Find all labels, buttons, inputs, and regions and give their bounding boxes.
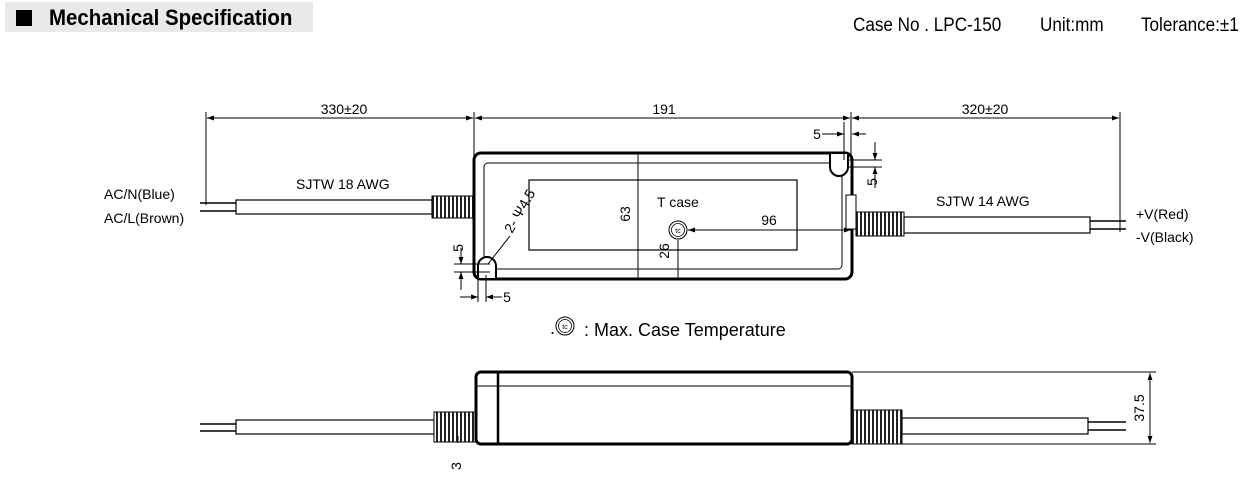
side-right-cable bbox=[901, 417, 1089, 435]
tc-legend-icon-ring bbox=[558, 319, 572, 333]
label-area bbox=[528, 179, 798, 251]
output-boss bbox=[845, 194, 857, 230]
mounting-notch-top bbox=[829, 154, 849, 177]
dim-bottom-offset: 3 bbox=[448, 462, 464, 470]
legend-text: : Max. Case Temperature bbox=[584, 320, 786, 340]
dim-thickness: 37.5 bbox=[1131, 394, 1147, 421]
label-v-pos: +V(Red) bbox=[1136, 206, 1189, 222]
label-ac-n: AC/N(Blue) bbox=[104, 186, 175, 202]
mounting-notch-bottom bbox=[477, 256, 497, 278]
dim-height: 63 bbox=[617, 206, 633, 222]
page-title: Mechanical Specification bbox=[49, 5, 293, 30]
left-cable bbox=[235, 199, 433, 215]
dim-body-length: 191 bbox=[652, 101, 676, 117]
left-strain-relief bbox=[431, 195, 477, 219]
left-cable-type: SJTW 18 AWG bbox=[296, 176, 390, 192]
dim-left-cable: 330±20 bbox=[321, 101, 368, 117]
title-box: Mechanical Specification bbox=[5, 2, 313, 32]
tcase-label: T case bbox=[657, 194, 699, 210]
leader-line bbox=[487, 235, 511, 265]
side-left-strain-relief bbox=[433, 411, 477, 443]
dim-top-hole-h: 5 bbox=[864, 178, 880, 186]
side-left-cable bbox=[235, 419, 435, 435]
case-body bbox=[472, 151, 854, 281]
tolerance-label: Tolerance:±1 bbox=[1141, 15, 1239, 36]
tc-legend-symbol: tc bbox=[562, 324, 568, 331]
side-view: 37.5 3 bbox=[200, 370, 1156, 470]
legend-prefix: . bbox=[550, 318, 555, 338]
case-inner-outline bbox=[483, 162, 843, 270]
dim-tc-height: 26 bbox=[656, 243, 672, 259]
dim-bottom-hole-w: 5 bbox=[503, 289, 511, 305]
right-cable-type: SJTW 14 AWG bbox=[936, 193, 1030, 209]
legend: . tc : Max. Case Temperature bbox=[550, 316, 786, 340]
label-ac-l: AC/L(Brown) bbox=[104, 210, 184, 226]
dim-top-hole-w: 5 bbox=[813, 126, 821, 142]
side-case-body bbox=[474, 370, 854, 446]
dim-right-cable: 320±20 bbox=[962, 101, 1009, 117]
tc-marker-text: tc bbox=[675, 228, 681, 235]
right-strain-relief bbox=[855, 211, 905, 237]
top-view: 330±20 191 320±20 SJTW 18 AWG AC/N(Blue)… bbox=[104, 101, 1194, 305]
dim-tc-pos: 96 bbox=[761, 212, 777, 228]
unit-label: Unit:mm bbox=[1040, 15, 1104, 36]
tc-marker-icon-ring bbox=[671, 223, 685, 237]
label-v-neg: -V(Black) bbox=[1136, 229, 1194, 245]
right-cable bbox=[903, 216, 1091, 234]
dim-bottom-hole-h: 5 bbox=[450, 244, 466, 252]
title-bullet bbox=[16, 10, 32, 26]
case-number: Case No . LPC-150 bbox=[853, 15, 1002, 36]
side-right-strain-relief bbox=[851, 409, 903, 445]
